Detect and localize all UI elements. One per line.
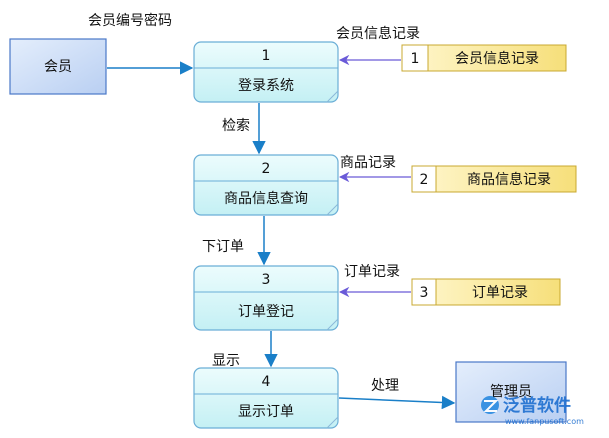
entity-member-label: 会员 (44, 59, 72, 75)
entity-member[interactable]: 会员 (9, 38, 107, 95)
watermark-brand: 泛普软件 (503, 395, 571, 416)
flow-store1-to-login: 会员信息记录 (336, 25, 420, 66)
store-order-record-number: 3 (420, 285, 429, 301)
process-product-query-name: 商品信息查询 (224, 190, 308, 207)
flow-login-to-query: 检索 (222, 103, 266, 155)
store-product-info-number: 2 (420, 172, 429, 188)
store-order-record[interactable]: 3 订单记录 (411, 278, 561, 306)
flow-store1-to-login-label: 会员信息记录 (336, 25, 420, 42)
flow-login-to-query-label: 检索 (222, 117, 250, 134)
flow-query-to-order: 下订单 (202, 216, 271, 266)
flow-order-to-display-label: 显示 (212, 353, 240, 369)
watermark-logo: 泛普软件 www.fanpusoft.com (481, 395, 584, 426)
flow-display-to-admin-label: 处理 (371, 378, 399, 394)
flow-store2-to-query-label: 商品记录 (340, 155, 396, 171)
watermark-url: www.fanpusoft.com (505, 417, 584, 426)
process-product-query-number: 2 (262, 161, 271, 177)
brand-mark-icon (481, 396, 499, 414)
process-login[interactable]: 1 登录系统 (193, 41, 339, 103)
flow-member-to-login-label: 会员编号密码 (88, 12, 172, 29)
store-member-info-number: 1 (411, 51, 420, 67)
flow-query-to-order-label: 下订单 (202, 239, 244, 255)
process-display-order[interactable]: 4 显示订单 (193, 367, 339, 429)
flow-display-to-admin: 处理 (338, 378, 456, 410)
process-order-register-name: 订单登记 (238, 304, 294, 320)
process-order-register[interactable]: 3 订单登记 (193, 265, 339, 331)
flow-store3-to-order: 订单记录 (338, 264, 411, 298)
process-login-name: 登录系统 (238, 78, 294, 94)
process-product-query[interactable]: 2 商品信息查询 (193, 154, 339, 216)
entity-admin-label: 管理员 (490, 384, 532, 400)
process-display-order-number: 4 (262, 374, 271, 390)
process-login-number: 1 (262, 48, 271, 64)
flow-store2-to-query: 商品记录 (338, 155, 411, 183)
flow-store3-to-order-label: 订单记录 (344, 264, 400, 280)
store-member-info[interactable]: 1 会员信息记录 (401, 44, 567, 72)
store-order-record-name: 订单记录 (472, 285, 528, 301)
flow-order-to-display: 显示 (212, 331, 278, 369)
store-product-info-name: 商品信息记录 (467, 171, 551, 188)
flow-member-to-login: 会员编号密码 (88, 12, 194, 75)
process-order-register-number: 3 (262, 272, 271, 288)
store-product-info[interactable]: 2 商品信息记录 (411, 165, 577, 193)
process-display-order-name: 显示订单 (238, 404, 294, 420)
store-member-info-name: 会员信息记录 (455, 50, 539, 67)
entity-admin[interactable]: 管理员 (455, 361, 567, 423)
